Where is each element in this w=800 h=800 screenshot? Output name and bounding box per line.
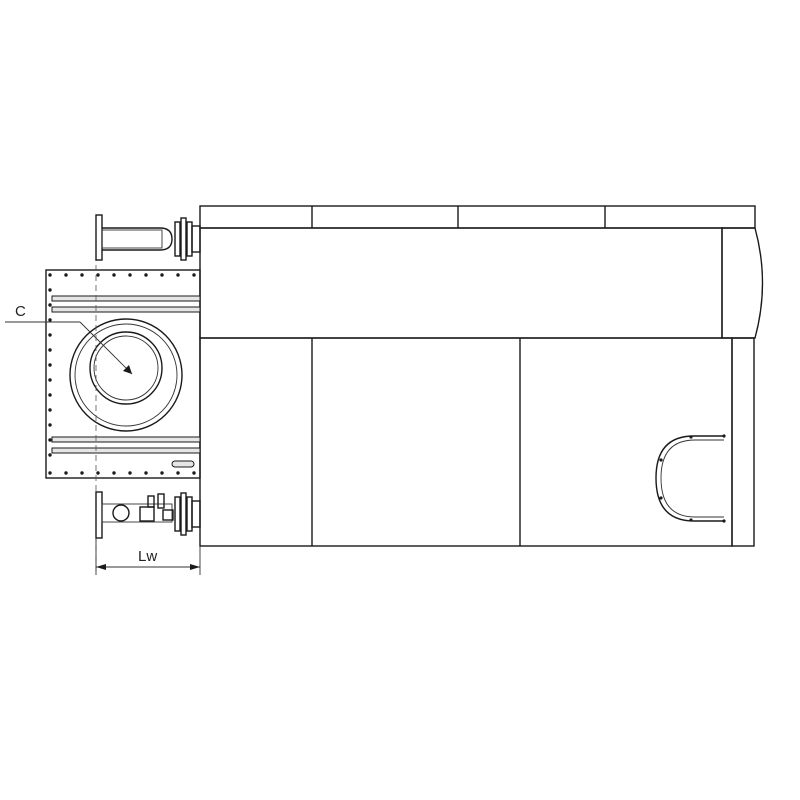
bolt-dot [144,273,148,277]
top-pipe [95,214,201,261]
bolt-dot [192,273,196,277]
bolt-dot [144,471,148,475]
bolt-dot [48,438,52,442]
bolt-dot [48,288,52,292]
bolt-dot [48,408,52,412]
bolt-dot [176,471,180,475]
bolt-dot [80,273,84,277]
bolt-dot [96,273,100,277]
bolt-dot [96,471,100,475]
bolt-dot [64,471,68,475]
front-plate [45,269,201,479]
bolt-dot [48,378,52,382]
bolt-dot [48,333,52,337]
bolt-dot [160,471,164,475]
bolt-dot [192,471,196,475]
bolt-dot [48,453,52,457]
bolt-dot [48,423,52,427]
bolt-dot [80,471,84,475]
bolt-dot [48,363,52,367]
bolt-dot [48,273,52,277]
callout-label: C [15,303,26,320]
callout-c: C [5,303,133,375]
bolt-dot [176,273,180,277]
bolt-dot [112,273,116,277]
bolt-dot [128,471,132,475]
bolt-dot [160,273,164,277]
bolt-dot [48,471,52,475]
bottom-pipe [95,491,201,539]
dimension-lw: Lw [95,538,201,575]
boiler-body [199,205,764,547]
bolt-dot [48,348,52,352]
bolt-dot [48,393,52,397]
dimension-label: Lw [138,548,157,565]
burner-opening [69,318,183,432]
bolt-dot [128,273,132,277]
bolt-dot [48,318,52,322]
bolt-dot [64,273,68,277]
bolt-dot [48,303,52,307]
inspection-door [655,434,726,523]
bolt-pattern [48,273,196,475]
bolt-dot [112,471,116,475]
